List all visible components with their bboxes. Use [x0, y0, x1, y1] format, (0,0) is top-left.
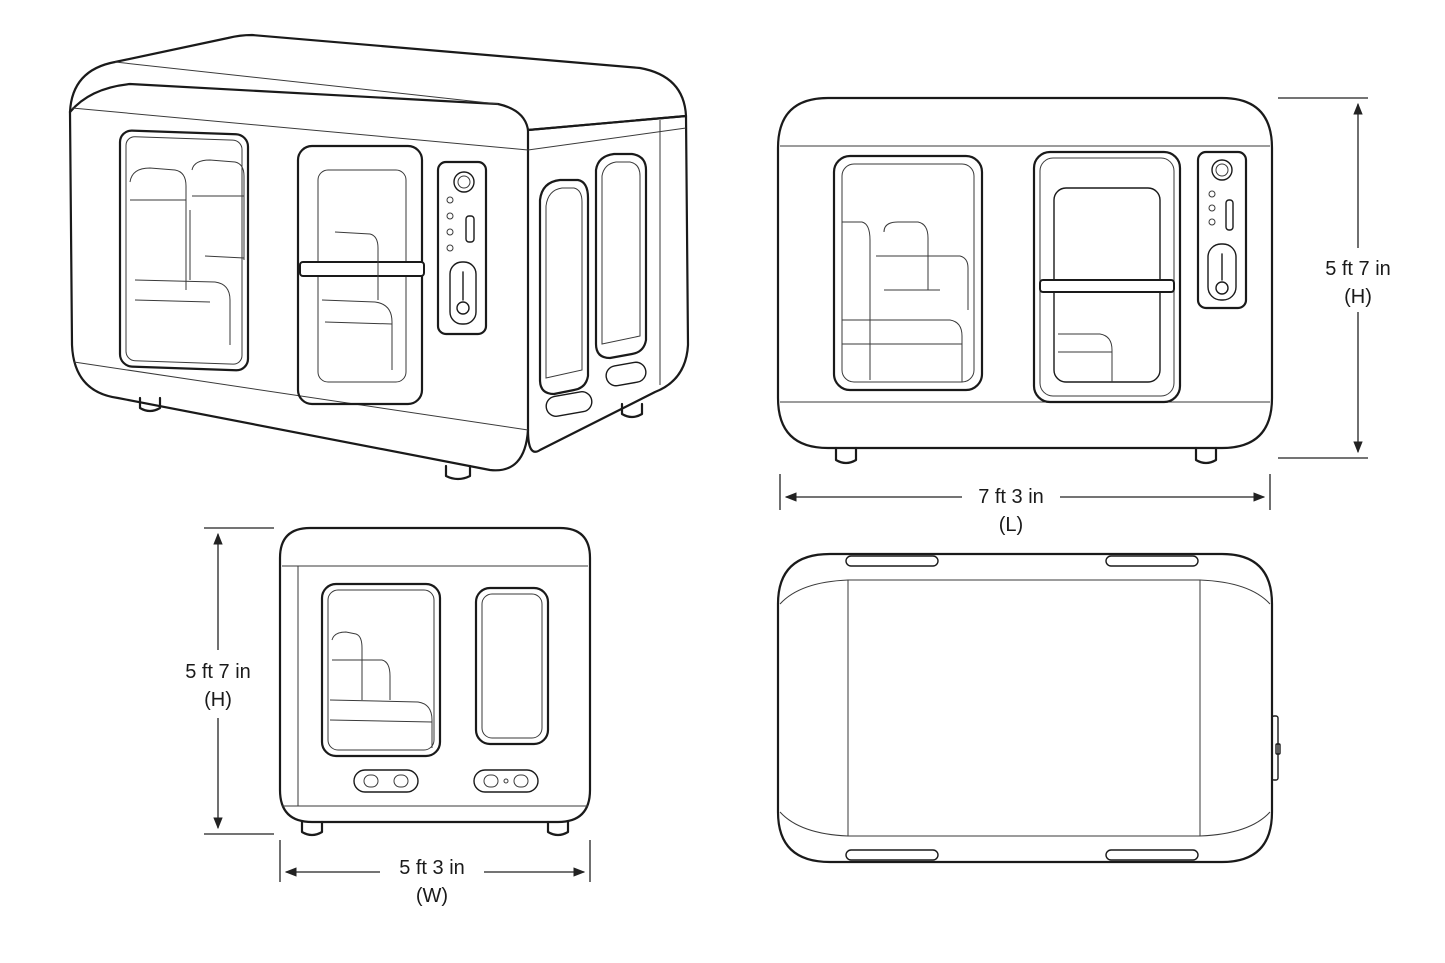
front-length-value: 7 ft 3 in: [978, 486, 1044, 508]
side-height-dimension: 5 ft 7 in (H): [185, 527, 274, 835]
side-view: [278, 526, 592, 837]
front-height-value: 5 ft 7 in: [1325, 258, 1391, 280]
front-length-dimension: 7 ft 3 in (L): [779, 474, 1271, 536]
front-length-axis: (L): [999, 514, 1023, 536]
isometric-view: [68, 33, 690, 481]
top-view: [776, 552, 1281, 864]
side-height-value: 5 ft 7 in: [185, 661, 251, 683]
front-view: [776, 96, 1274, 465]
side-width-value: 5 ft 3 in: [399, 857, 465, 879]
side-width-axis: (W): [416, 885, 448, 907]
front-height-axis: (H): [1344, 286, 1372, 308]
front-height-dimension: 5 ft 7 in (H): [1278, 97, 1391, 459]
side-width-dimension: 5 ft 3 in (W): [279, 840, 591, 907]
side-height-axis: (H): [204, 689, 232, 711]
